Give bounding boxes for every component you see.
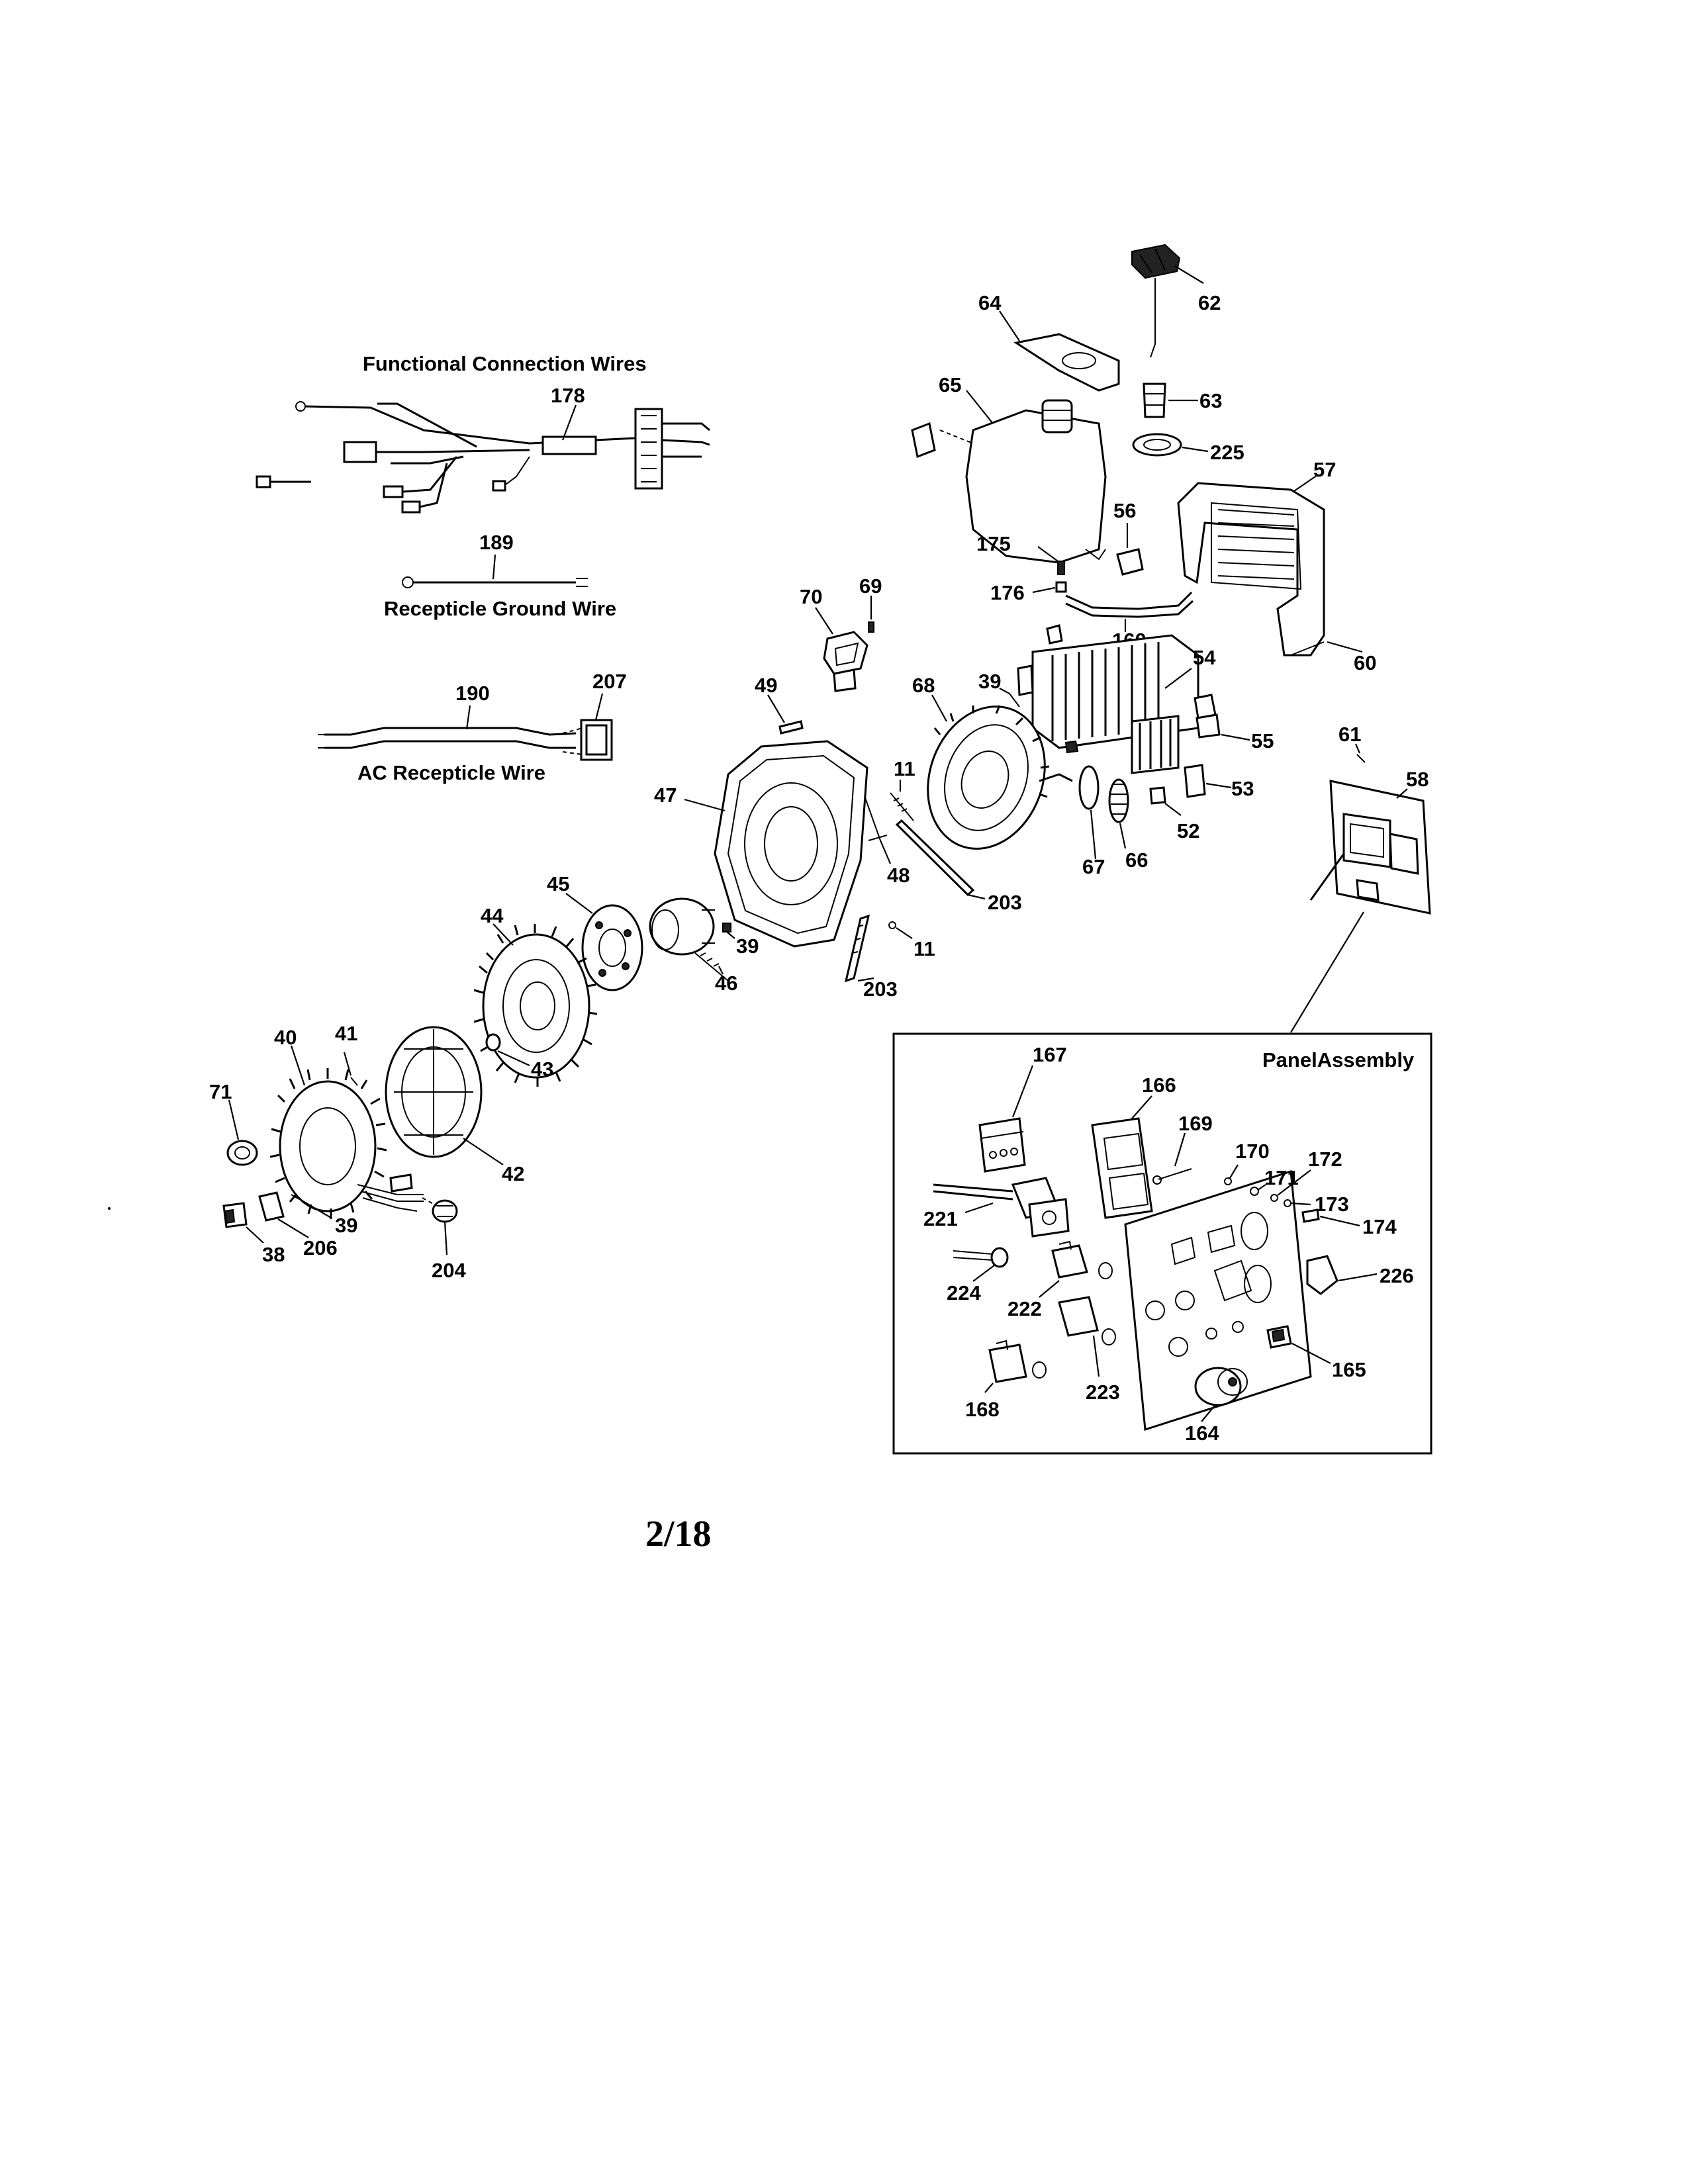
callout-39b: 39: [736, 934, 759, 958]
callout-189: 189: [479, 531, 514, 554]
callout-11a: 11: [894, 757, 915, 780]
part-70-69: 70 69: [800, 574, 882, 692]
plate-45: 45: [547, 872, 643, 991]
small-parts-38-206-39-204: 38 206 39 204: [222, 1191, 466, 1282]
callout-47: 47: [654, 784, 677, 807]
callout-57: 57: [1313, 458, 1336, 481]
callout-190: 190: [455, 682, 490, 705]
callout-41: 41: [335, 1022, 357, 1045]
fuel-tank-assembly: 62 63 225 64 65 56 175 176: [911, 244, 1376, 674]
callout-222: 222: [1008, 1297, 1042, 1320]
callout-62: 62: [1198, 291, 1221, 314]
callout-206: 206: [303, 1236, 338, 1259]
callout-60: 60: [1354, 651, 1376, 674]
callout-64: 64: [978, 291, 1002, 314]
fan-cover-68: 68 39 67 66: [912, 670, 1148, 878]
callout-176: 176: [990, 581, 1025, 604]
callout-166: 166: [1142, 1073, 1176, 1097]
rotor-42: 42: [385, 1026, 524, 1185]
flywheel-fan-44: 44: [473, 904, 598, 1087]
callout-170: 170: [1235, 1140, 1270, 1163]
recepticle-ground-wire: 189 Recepticle Ground Wire: [384, 531, 616, 620]
callout-40: 40: [274, 1026, 297, 1049]
callout-46: 46: [715, 972, 737, 995]
page-number: 2/18: [645, 1514, 712, 1555]
callout-67: 67: [1082, 855, 1105, 878]
callout-70: 70: [800, 585, 822, 608]
caption-panel-assembly: PanelAssembly: [1262, 1048, 1415, 1071]
callout-178: 178: [551, 384, 585, 407]
callout-61: 61: [1338, 723, 1361, 746]
callout-173: 173: [1315, 1193, 1349, 1216]
callout-48: 48: [887, 864, 910, 887]
blower-housing-47: 47 39: [654, 740, 868, 958]
washer-43: 43: [485, 1033, 553, 1081]
callout-49: 49: [755, 674, 777, 697]
callout-207: 207: [592, 670, 627, 693]
callout-221: 221: [923, 1207, 958, 1230]
callout-52: 52: [1177, 819, 1199, 842]
inverter-module: 54 55 53 52: [1017, 624, 1274, 842]
callout-63: 63: [1199, 389, 1222, 412]
functional-connection-wires: Functional Connection Wires 178: [256, 352, 710, 514]
panel-assembly-frame: [892, 1032, 1432, 1455]
callout-225: 225: [1210, 441, 1244, 464]
springs-and-rods: 11 203 48 203 11: [844, 757, 1022, 1001]
callout-169: 169: [1178, 1112, 1213, 1135]
callout-43: 43: [531, 1058, 553, 1081]
callout-65: 65: [939, 373, 961, 396]
callout-68: 68: [912, 674, 935, 697]
caption-ac-recepticle-wire: AC Recepticle Wire: [357, 761, 545, 784]
caption-recepticle-ground-wire: Recepticle Ground Wire: [384, 597, 616, 620]
scan-speck: [108, 1207, 111, 1210]
callout-174: 174: [1362, 1215, 1397, 1238]
callout-11b: 11: [914, 937, 935, 960]
callout-39a: 39: [978, 670, 1001, 693]
callout-56: 56: [1113, 499, 1136, 522]
callout-203a: 203: [988, 891, 1022, 914]
ac-recepticle-wire: 190 207 AC Recepticle Wire: [318, 670, 627, 784]
callout-171: 171: [1264, 1166, 1299, 1189]
stator-40: 40 41: [269, 1022, 424, 1219]
control-panel-58: 61 58: [1290, 723, 1431, 1033]
callout-44: 44: [481, 904, 504, 927]
callout-38: 38: [262, 1243, 285, 1266]
callout-45: 45: [547, 872, 569, 895]
callout-172: 172: [1308, 1148, 1342, 1171]
callout-175: 175: [976, 532, 1011, 555]
starter-cup-46: 46: [649, 897, 737, 995]
part-49: 49: [755, 674, 804, 735]
callout-164: 164: [1185, 1422, 1219, 1445]
callout-165: 165: [1332, 1358, 1366, 1381]
panel-assembly-inset: PanelAssembly 167 166 169 170: [892, 1032, 1432, 1455]
seal-71: 71: [209, 1080, 258, 1166]
callout-66: 66: [1125, 848, 1148, 872]
callout-58: 58: [1406, 768, 1429, 791]
callout-223: 223: [1086, 1381, 1120, 1404]
callout-224: 224: [947, 1281, 981, 1304]
callout-168: 168: [965, 1398, 1000, 1421]
callout-167: 167: [1033, 1043, 1067, 1066]
caption-functional-connection-wires: Functional Connection Wires: [363, 352, 647, 375]
callout-55: 55: [1251, 729, 1274, 752]
callout-204: 204: [432, 1259, 466, 1282]
callout-69: 69: [859, 574, 882, 598]
callout-42: 42: [502, 1162, 524, 1185]
callout-39c: 39: [335, 1214, 357, 1237]
callout-71: 71: [209, 1080, 232, 1103]
callout-54: 54: [1193, 646, 1216, 669]
callout-226: 226: [1380, 1264, 1414, 1287]
callout-53: 53: [1231, 777, 1254, 800]
callout-203b: 203: [863, 978, 898, 1001]
